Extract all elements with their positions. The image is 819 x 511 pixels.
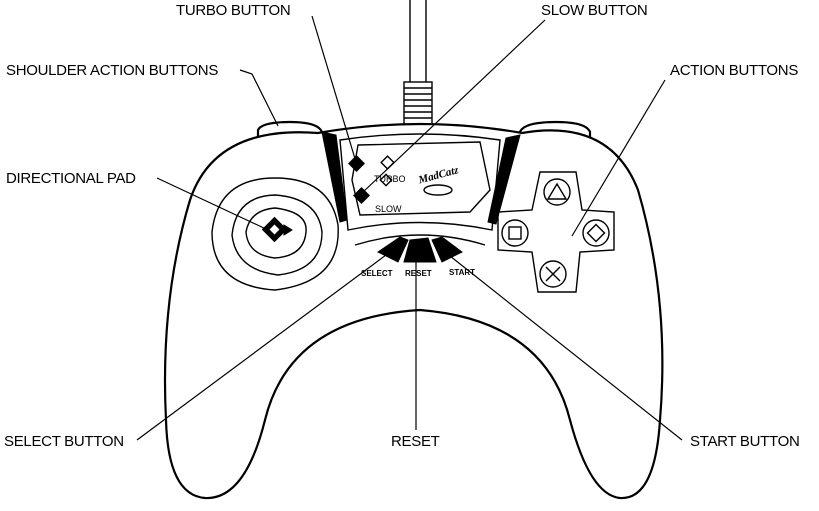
start-button-label: START BUTTON <box>690 433 799 450</box>
circle-icon[interactable] <box>582 219 610 247</box>
callout-lines <box>136 15 683 441</box>
shoulder-action-buttons-label: SHOULDER ACTION BUTTONS <box>6 62 218 79</box>
select-text: SELECT <box>361 269 393 278</box>
turbo-text: TURBO <box>374 174 406 184</box>
controller-body <box>163 122 664 500</box>
triangle-icon[interactable] <box>543 178 571 206</box>
label-panel <box>351 141 491 216</box>
action-buttons-label: ACTION BUTTONS <box>670 62 798 79</box>
start-text: START <box>449 268 475 277</box>
reset-text: RESET <box>405 269 432 278</box>
directional-pad[interactable] <box>211 177 339 291</box>
reset-button[interactable] <box>403 237 437 263</box>
turbo-button[interactable] <box>348 155 365 172</box>
slow-button-label: SLOW BUTTON <box>541 2 647 19</box>
grip-contour <box>354 234 486 246</box>
slow-button[interactable] <box>353 187 370 204</box>
cross-icon[interactable] <box>539 260 567 288</box>
center-panel-outline <box>339 133 501 231</box>
reset-label: RESET <box>391 433 440 450</box>
select-button-label: SELECT BUTTON <box>4 433 124 450</box>
directional-pad-label: DIRECTIONAL PAD <box>6 170 136 187</box>
controller-cable <box>403 0 433 128</box>
start-button[interactable] <box>431 236 463 263</box>
turbo-button-label: TURBO BUTTON <box>176 2 290 19</box>
action-buttons[interactable] <box>497 171 615 293</box>
slow-text: SLOW <box>375 204 402 214</box>
square-icon[interactable] <box>501 219 529 247</box>
